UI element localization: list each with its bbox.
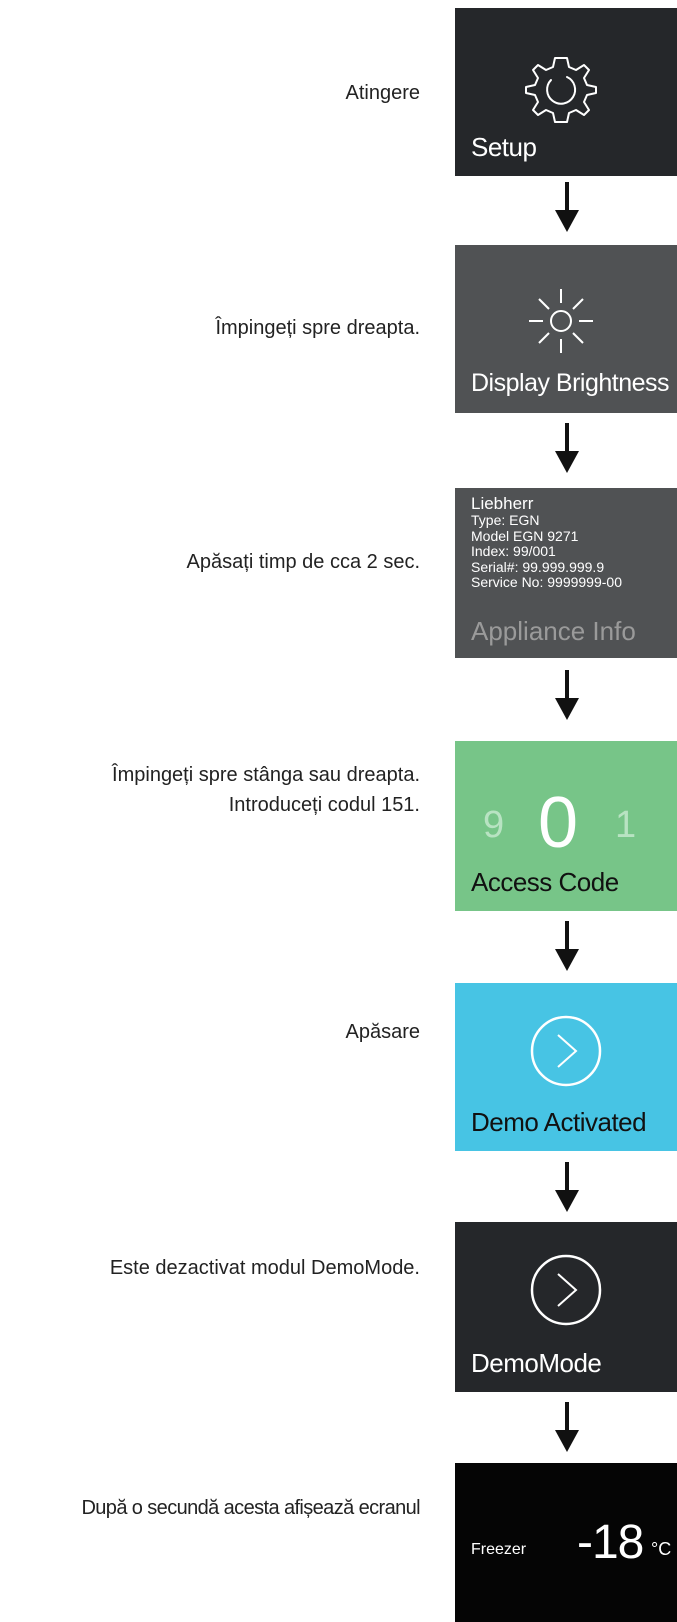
temperature-unit: °C xyxy=(651,1539,672,1559)
screen-title-demomode: DemoMode xyxy=(471,1348,602,1378)
freezer-temperature: -18 xyxy=(577,1516,644,1569)
current-digit: 0 xyxy=(538,783,579,863)
chevron-circle-icon xyxy=(530,1015,602,1087)
step-instruction-setup: Atingere xyxy=(345,82,421,104)
next-digit: 1 xyxy=(615,804,637,846)
freezer-label: Freezer xyxy=(471,1541,527,1558)
instruction-line: Introduceți codul 151. xyxy=(228,794,420,816)
display-brightness-screen[interactable]: Display Brightness xyxy=(455,245,677,413)
brand-name: Liebherr xyxy=(471,494,534,513)
screen-title-access-code: Access Code xyxy=(471,867,619,897)
setup-screen[interactable]: Setup xyxy=(455,8,677,176)
arrow-down-icon xyxy=(555,1402,579,1452)
info-line: Type: EGN xyxy=(471,512,540,528)
info-line: Serial#: 99.999.999.9 xyxy=(471,558,605,575)
arrow-down-icon xyxy=(555,1162,579,1212)
sun-icon xyxy=(529,289,593,353)
step-instruction-access-code: Împingeți spre stânga sau dreapta. Intro… xyxy=(112,760,420,820)
gear-icon xyxy=(525,57,597,123)
step-instruction-freezer: După o secundă acesta afișează ecranul xyxy=(81,1497,420,1519)
step-instruction-appliance-info: Apăsați timp de cca 2 sec. xyxy=(186,551,420,573)
demomode-screen[interactable]: DemoMode xyxy=(455,1222,677,1392)
screen-title-demo-activated: Demo Activated xyxy=(471,1107,647,1137)
screen-title-appliance-info: Appliance Info xyxy=(471,616,636,646)
access-code-screen[interactable]: 9 0 1 Access Code xyxy=(455,741,677,911)
step-instruction-demomode: Este dezactivat modul DemoMode. xyxy=(109,1257,420,1279)
appliance-info-details: Liebherr Type: EGN Model EGN 9271 Index:… xyxy=(471,494,622,591)
instruction-line: Împingeți spre stânga sau dreapta. xyxy=(112,764,420,786)
code-digit-selector[interactable]: 9 0 1 xyxy=(455,783,677,863)
arrow-down-icon xyxy=(555,670,579,720)
step-instruction-brightness: Împingeți spre dreapta. xyxy=(215,317,420,339)
appliance-info-screen[interactable]: Liebherr Type: EGN Model EGN 9271 Index:… xyxy=(455,488,677,658)
step-instruction-demo: Apăsare xyxy=(345,1021,421,1043)
info-line: Model EGN 9271 xyxy=(471,527,579,544)
demo-activated-screen[interactable]: Demo Activated xyxy=(455,983,677,1151)
arrow-down-icon xyxy=(555,182,579,232)
arrow-down-icon xyxy=(555,921,579,971)
previous-digit: 9 xyxy=(483,804,505,846)
freezer-screen[interactable]: Freezer -18 °C xyxy=(455,1463,677,1622)
screen-title-setup: Setup xyxy=(471,132,537,162)
info-line: Index: 99/001 xyxy=(471,543,556,559)
chevron-circle-icon xyxy=(530,1254,602,1326)
screen-title-brightness: Display Brightness xyxy=(471,369,670,397)
arrow-down-icon xyxy=(555,423,579,473)
info-line: Service No: 9999999-00 xyxy=(471,574,622,590)
